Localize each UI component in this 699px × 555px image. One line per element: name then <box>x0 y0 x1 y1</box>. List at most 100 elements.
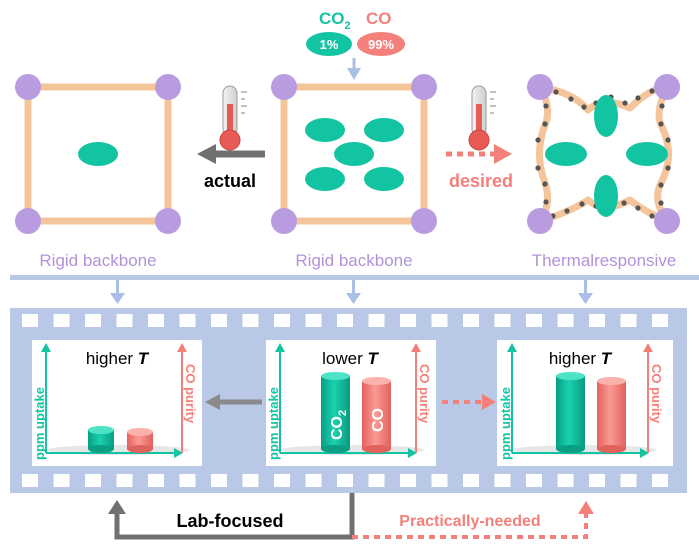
middle-node <box>271 208 297 234</box>
film-sprocket-hole <box>400 314 416 327</box>
actual-label: actual <box>204 171 256 191</box>
middle-framework-label: Rigid backbone <box>295 251 412 270</box>
film-sprocket-hole <box>148 474 164 487</box>
film-sprocket-hole <box>274 314 290 327</box>
y-axis-right-label: CO purity <box>649 364 664 424</box>
co2-percent: 1% <box>320 37 339 52</box>
panel-arrow-right <box>442 394 496 410</box>
thermometer-icon <box>219 85 247 151</box>
left-framework-edges <box>24 83 172 225</box>
left-node <box>155 208 181 234</box>
right-node <box>527 74 553 100</box>
film-sprocket-hole <box>116 474 133 487</box>
film-sprocket-hole <box>53 314 70 327</box>
film-sprocket-hole <box>368 314 385 327</box>
adsorbed-co2-molecule <box>364 118 404 142</box>
co2-bar-label: CO2 <box>329 410 349 440</box>
adsorbed-co2-molecule <box>594 95 618 137</box>
left-node <box>15 74 41 100</box>
adsorbed-co2-molecule <box>305 167 345 191</box>
film-sprocket-hole <box>494 474 511 487</box>
adsorbed-co2-molecule <box>545 142 587 166</box>
film-sprocket-hole <box>22 474 38 487</box>
film-sprocket-hole <box>337 474 353 487</box>
left-node <box>155 74 181 100</box>
right-node <box>654 74 680 100</box>
panel-arrow-left <box>205 394 262 410</box>
adsorbed-co2-molecule <box>305 118 345 142</box>
y-axis-left-label: ppm uptake <box>32 387 47 460</box>
middle-node <box>411 74 437 100</box>
thermometer-icon <box>468 85 496 151</box>
chart-panel-middle: ppm uptake CO purity lower T CO2 CO <box>266 340 436 466</box>
film-sprocket-hole <box>85 314 101 327</box>
feed-gas-labels: CO2 CO 1% 99% <box>306 9 405 80</box>
panel-background <box>266 340 436 466</box>
lab-focused-label: Lab-focused <box>176 511 283 531</box>
desired-label: desired <box>449 171 513 191</box>
co-label: CO <box>366 9 392 28</box>
y-axis-left-label: ppm uptake <box>266 387 281 460</box>
arrow-left-icon <box>205 394 220 410</box>
adsorbed-co2-molecule <box>594 175 618 217</box>
film-sprocket-hole <box>400 474 416 487</box>
y-axis-right-label: CO purity <box>183 364 198 424</box>
middle-node <box>271 74 297 100</box>
right-framework-label: Thermalresponsive <box>532 251 677 270</box>
film-sprocket-hole <box>368 474 385 487</box>
arrow-right-icon <box>482 394 496 410</box>
arrow-up-icon <box>108 500 126 514</box>
co2-bar <box>88 426 114 453</box>
co2-percent-pill <box>306 32 352 56</box>
film-sprocket-hole <box>494 314 511 327</box>
film-sprocket-hole <box>242 474 259 487</box>
y-axis-left-label: ppm uptake <box>498 387 513 460</box>
co2-bar: CO2 <box>321 372 350 453</box>
right-node <box>527 208 553 234</box>
lab-focused-path: Lab-focused <box>108 493 355 540</box>
film-sprocket-hole <box>116 314 133 327</box>
down-arrows <box>110 280 593 304</box>
middle-node <box>411 208 437 234</box>
panel-title: lower T <box>322 349 379 368</box>
co-percent: 99% <box>368 37 394 52</box>
panel-title: higher T <box>86 349 150 368</box>
right-node <box>654 208 680 234</box>
film-sprocket-hole <box>463 474 479 487</box>
co2-label: CO2 <box>319 9 351 32</box>
section-divider <box>10 275 699 280</box>
film-sprocket-hole <box>557 314 574 327</box>
film-sprocket-hole <box>53 474 70 487</box>
film-sprocket-hole <box>589 474 605 487</box>
arrow-left-icon <box>197 144 216 164</box>
left-framework <box>15 74 181 234</box>
practically-needed-path: Practically-needed <box>352 501 594 539</box>
film-sprocket-hole <box>431 474 448 487</box>
co-bar-label: CO <box>370 408 387 432</box>
film-sprocket-hole <box>22 314 38 327</box>
film-sprocket-hole <box>526 314 542 327</box>
middle-framework-edges <box>280 83 428 225</box>
feed-arrow-head <box>347 68 361 80</box>
co-bar: CO <box>362 377 391 453</box>
film-sprocket-hole <box>652 314 668 327</box>
film-sprocket-hole <box>620 314 637 327</box>
adsorbed-co2-molecule <box>334 142 374 166</box>
left-node <box>15 208 41 234</box>
chart-panel-right: ppm uptake CO purity higher T <box>497 340 673 466</box>
film-sprockets-bottom <box>22 474 668 487</box>
adsorbed-co2-molecule <box>364 167 404 191</box>
y-axis-right-label: CO purity <box>417 364 432 424</box>
actual-arrow: actual <box>197 144 265 191</box>
film-sprocket-hole <box>305 314 322 327</box>
film-sprocket-hole <box>620 474 637 487</box>
adsorbed-co2-molecule <box>78 142 118 166</box>
film-sprockets-top <box>22 314 668 327</box>
film-sprocket-hole <box>305 474 322 487</box>
film-sprocket-hole <box>557 474 574 487</box>
film-sprocket-hole <box>211 474 227 487</box>
film-sprocket-hole <box>652 474 668 487</box>
right-framework <box>527 74 680 234</box>
co-bar <box>127 428 153 453</box>
film-sprocket-hole <box>179 474 196 487</box>
